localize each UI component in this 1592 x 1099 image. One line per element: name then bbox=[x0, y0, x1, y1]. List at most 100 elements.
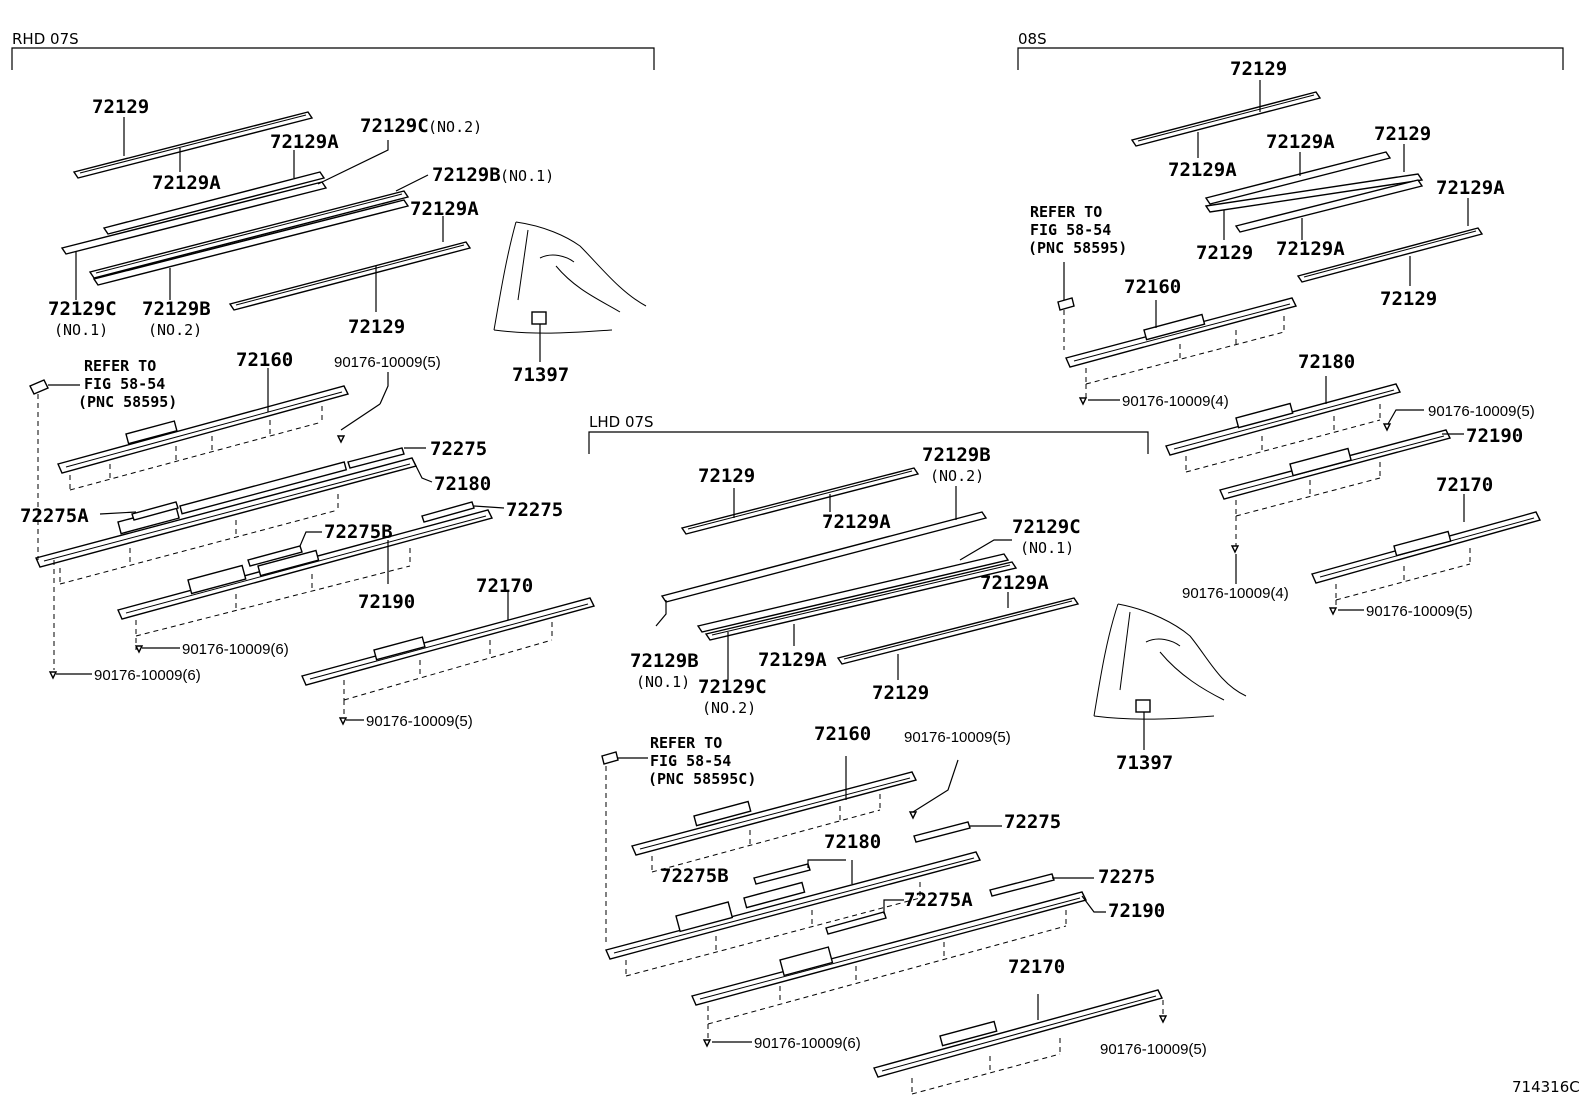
label-72129B: 72129B bbox=[922, 444, 991, 466]
label-72129: 72129 bbox=[1230, 58, 1287, 80]
clip-72275-lhd bbox=[989, 873, 1055, 897]
section-label-rhd: RHD 07S bbox=[12, 30, 79, 48]
lhd-weatherstrips bbox=[660, 467, 1080, 665]
grommet-71397-lhd bbox=[1135, 699, 1151, 713]
section-label-08s: 08S bbox=[1018, 30, 1047, 48]
qualifier-no2: (NO.2) bbox=[702, 699, 756, 717]
label-72275: 72275 bbox=[1098, 866, 1155, 888]
qualifier-no2: (NO.2) bbox=[930, 467, 984, 485]
label-72170: 72170 bbox=[1008, 956, 1065, 978]
refer-line1: REFER TO bbox=[1030, 203, 1102, 221]
label-72129: 72129 bbox=[348, 316, 405, 338]
s08-rail-leaders bbox=[1057, 262, 1465, 616]
s08-weatherstrip-labels: 72129 72129A 72129A 72129 72129A 72129 7… bbox=[1168, 58, 1505, 310]
clip-icon bbox=[1158, 1015, 1168, 1024]
clip-icon bbox=[1328, 607, 1338, 616]
clip-icon bbox=[908, 811, 918, 820]
rhd-rail-leaders bbox=[37, 368, 509, 720]
qualifier-no2: (NO.2) bbox=[148, 321, 202, 339]
label-72190: 72190 bbox=[358, 591, 415, 613]
label-72275: 72275 bbox=[506, 499, 563, 521]
label-72160: 72160 bbox=[1124, 276, 1181, 298]
label-72275A: 72275A bbox=[904, 889, 973, 911]
clip-icon bbox=[48, 671, 58, 680]
label-71397: 71397 bbox=[512, 364, 569, 386]
strip-72129C-lhd bbox=[696, 553, 1010, 633]
label-72160: 72160 bbox=[814, 723, 871, 745]
rhd-rail-labels: 72160 90176-10009(5) REFER TO FIG 58-54 … bbox=[20, 349, 563, 730]
label-72275A: 72275A bbox=[20, 505, 89, 527]
label-72180: 72180 bbox=[434, 473, 491, 495]
qualifier-no1: (NO.1) bbox=[636, 673, 690, 691]
refer-bracket-icon bbox=[29, 379, 49, 395]
section-bracket-08s: 08S bbox=[1017, 30, 1564, 70]
label-fastener-5: 90176-10009(5) bbox=[1428, 403, 1535, 420]
clip-72275-lhd bbox=[913, 821, 971, 843]
label-72180: 72180 bbox=[824, 831, 881, 853]
label-72275B: 72275B bbox=[324, 521, 393, 543]
label-72160: 72160 bbox=[236, 349, 293, 371]
clip-icon bbox=[338, 717, 348, 726]
refer-line1: REFER TO bbox=[650, 734, 722, 752]
rhd-weatherstrip-labels: 72129 72129A 72129A 72129C (NO.2) 72129B… bbox=[48, 96, 554, 339]
label-72129C: 72129C bbox=[698, 676, 767, 698]
label-72275: 72275 bbox=[430, 438, 487, 460]
clip-icon bbox=[1078, 397, 1088, 406]
lhd-weatherstrip-leaders bbox=[655, 486, 1012, 680]
label-72275B: 72275B bbox=[660, 865, 729, 887]
qualifier-no1: (NO.1) bbox=[500, 167, 554, 185]
label-72129A: 72129A bbox=[758, 649, 827, 671]
lhd-location-inset: 71397 bbox=[1093, 603, 1247, 774]
refer-line2: FIG 58-54 bbox=[84, 375, 165, 393]
rhd-weatherstrips bbox=[60, 111, 472, 311]
qualifier-no1: (NO.1) bbox=[1020, 539, 1074, 557]
label-72129: 72129 bbox=[1374, 123, 1431, 145]
strip-72129B-no2 bbox=[92, 199, 410, 286]
label-72170: 72170 bbox=[1436, 474, 1493, 496]
label-72129: 72129 bbox=[1196, 242, 1253, 264]
label-72129A: 72129A bbox=[270, 131, 339, 153]
label-fastener-4: 90176-10009(4) bbox=[1182, 585, 1289, 602]
refer-line3: (PNC 58595) bbox=[78, 393, 177, 411]
clip-72275A-lhd bbox=[825, 911, 887, 935]
label-fastener-6: 90176-10009(6) bbox=[754, 1035, 861, 1052]
refer-line3: (PNC 58595C) bbox=[648, 770, 756, 788]
label-72275: 72275 bbox=[1004, 811, 1061, 833]
rhd-location-inset: 71397 bbox=[493, 221, 647, 386]
section-bracket-lhd: LHD 07S bbox=[588, 413, 1149, 454]
section-bracket-rhd: RHD 07S bbox=[11, 30, 655, 70]
strip-72129B-lhd bbox=[660, 511, 988, 603]
refer-line3: (PNC 58595) bbox=[1028, 239, 1127, 257]
label-fastener-5: 90176-10009(5) bbox=[334, 354, 441, 371]
label-fastener-5: 90176-10009(5) bbox=[1366, 603, 1473, 620]
label-72129: 72129 bbox=[698, 465, 755, 487]
refer-bracket-icon bbox=[601, 751, 619, 765]
label-72129A: 72129A bbox=[1436, 177, 1505, 199]
strip-72129-08s bbox=[1204, 173, 1424, 213]
label-72129A: 72129A bbox=[1276, 238, 1345, 260]
label-fastener-5: 90176-10009(5) bbox=[1100, 1041, 1207, 1058]
figure-code: 714316C bbox=[1512, 1078, 1580, 1096]
label-71397: 71397 bbox=[1116, 752, 1173, 774]
label-72129: 72129 bbox=[872, 682, 929, 704]
clip-icon bbox=[1382, 423, 1392, 432]
label-fastener-6: 90176-10009(6) bbox=[182, 641, 289, 658]
label-fastener-5: 90176-10009(5) bbox=[366, 713, 473, 730]
label-72129C: 72129C bbox=[1012, 516, 1081, 538]
rhd-weatherstrip-leaders bbox=[75, 117, 444, 312]
clip-72275-rhd bbox=[347, 447, 405, 469]
s08-rails bbox=[1065, 297, 1542, 601]
label-72129: 72129 bbox=[92, 96, 149, 118]
label-fastener-4: 90176-10009(4) bbox=[1122, 393, 1229, 410]
refer-line2: FIG 58-54 bbox=[650, 752, 731, 770]
clip-icon bbox=[702, 1039, 712, 1048]
strip-72129C-no1 bbox=[60, 181, 328, 255]
label-fastener-6: 90176-10009(6) bbox=[94, 667, 201, 684]
clip-72275B-rhd bbox=[247, 545, 303, 567]
label-72129A: 72129A bbox=[822, 511, 891, 533]
clip-72275A-rhd bbox=[131, 501, 179, 521]
label-72129B: 72129B bbox=[630, 650, 699, 672]
label-72180: 72180 bbox=[1298, 351, 1355, 373]
section-label-lhd: LHD 07S bbox=[589, 413, 654, 431]
strip-72129-lhd-lower bbox=[836, 597, 1080, 665]
